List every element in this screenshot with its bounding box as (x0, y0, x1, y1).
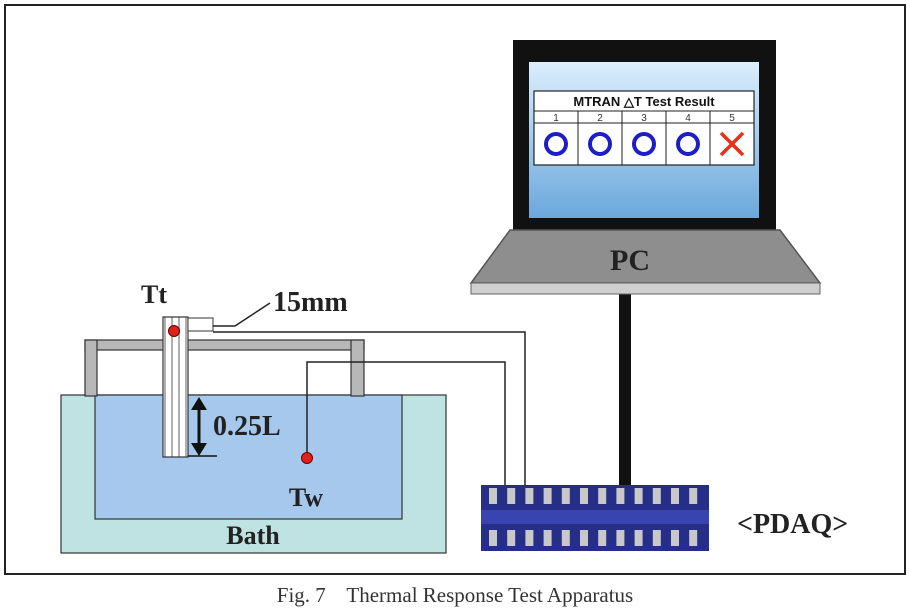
figure-caption: Fig. 7 Thermal Response Test Apparatus (276, 583, 634, 607)
result-number: 5 (729, 113, 735, 124)
result-cells: 1 2 3 4 5 (544, 113, 745, 157)
apparatus-diagram: MTRAN △T Test Result 1 2 3 4 5 PC Bath (60, 40, 848, 554)
pdaq-pin (634, 488, 643, 504)
pdaq-pin (689, 488, 698, 504)
pc-keyboard-base: PC (469, 229, 822, 295)
bath-inner (94, 394, 403, 520)
pdaq-pin (561, 488, 570, 504)
pass-mark-icon (544, 132, 568, 156)
result-number: 3 (641, 113, 647, 124)
pdaq-pin (489, 488, 497, 504)
pdaq-pin (689, 530, 698, 546)
bath-label: Bath (226, 521, 280, 550)
pdaq-pin (616, 488, 625, 504)
pdaq-pin (580, 530, 588, 546)
pdaq-pin (598, 488, 607, 504)
pc-label: PC (610, 244, 650, 277)
result-number: 4 (685, 113, 691, 124)
depth-arrow (188, 397, 217, 457)
pdaq-pin (580, 488, 588, 504)
tw-label: Tw (289, 483, 323, 512)
pdaq-pin (543, 488, 552, 504)
pdaq-pin (507, 530, 516, 546)
tw-sensor-dot (301, 452, 313, 464)
bath-cover-frame (84, 339, 365, 397)
pdaq-pin (489, 530, 497, 546)
pdaq-pin (634, 530, 643, 546)
water-bath: Bath (60, 394, 447, 554)
tt-probe (162, 316, 214, 458)
pdaq-pin (598, 530, 607, 546)
pc-monitor: MTRAN △T Test Result 1 2 3 4 5 (513, 40, 776, 230)
width-label: 15mm (273, 287, 348, 318)
pass-mark-icon (588, 132, 612, 156)
pdaq-pins (489, 488, 698, 546)
width-leader-line (213, 302, 271, 327)
pdaq-label: <PDAQ> (737, 509, 848, 540)
pdaq-pin (616, 530, 625, 546)
result-number: 1 (553, 113, 559, 124)
pdaq-pin (671, 530, 679, 546)
pdaq-pin (525, 488, 534, 504)
screen-title: MTRAN △T Test Result (573, 94, 715, 109)
pass-mark-icon (676, 132, 700, 156)
pdaq-pin (652, 530, 661, 546)
pdaq-unit (481, 485, 709, 551)
pdaq-pin (561, 530, 570, 546)
fail-mark-icon (719, 131, 745, 157)
tt-label: Tt (141, 280, 167, 309)
tt-sensor-dot (168, 325, 180, 337)
sensor-wires (213, 331, 526, 490)
pdaq-pin (671, 488, 679, 504)
pdaq-pin (507, 488, 516, 504)
pdaq-pin (525, 530, 534, 546)
depth-label: 0.25L (213, 411, 281, 442)
pdaq-pin (652, 488, 661, 504)
pc-stand-cable (619, 294, 631, 488)
pdaq-pin (543, 530, 552, 546)
result-number: 2 (597, 113, 603, 124)
pass-mark-icon (632, 132, 656, 156)
